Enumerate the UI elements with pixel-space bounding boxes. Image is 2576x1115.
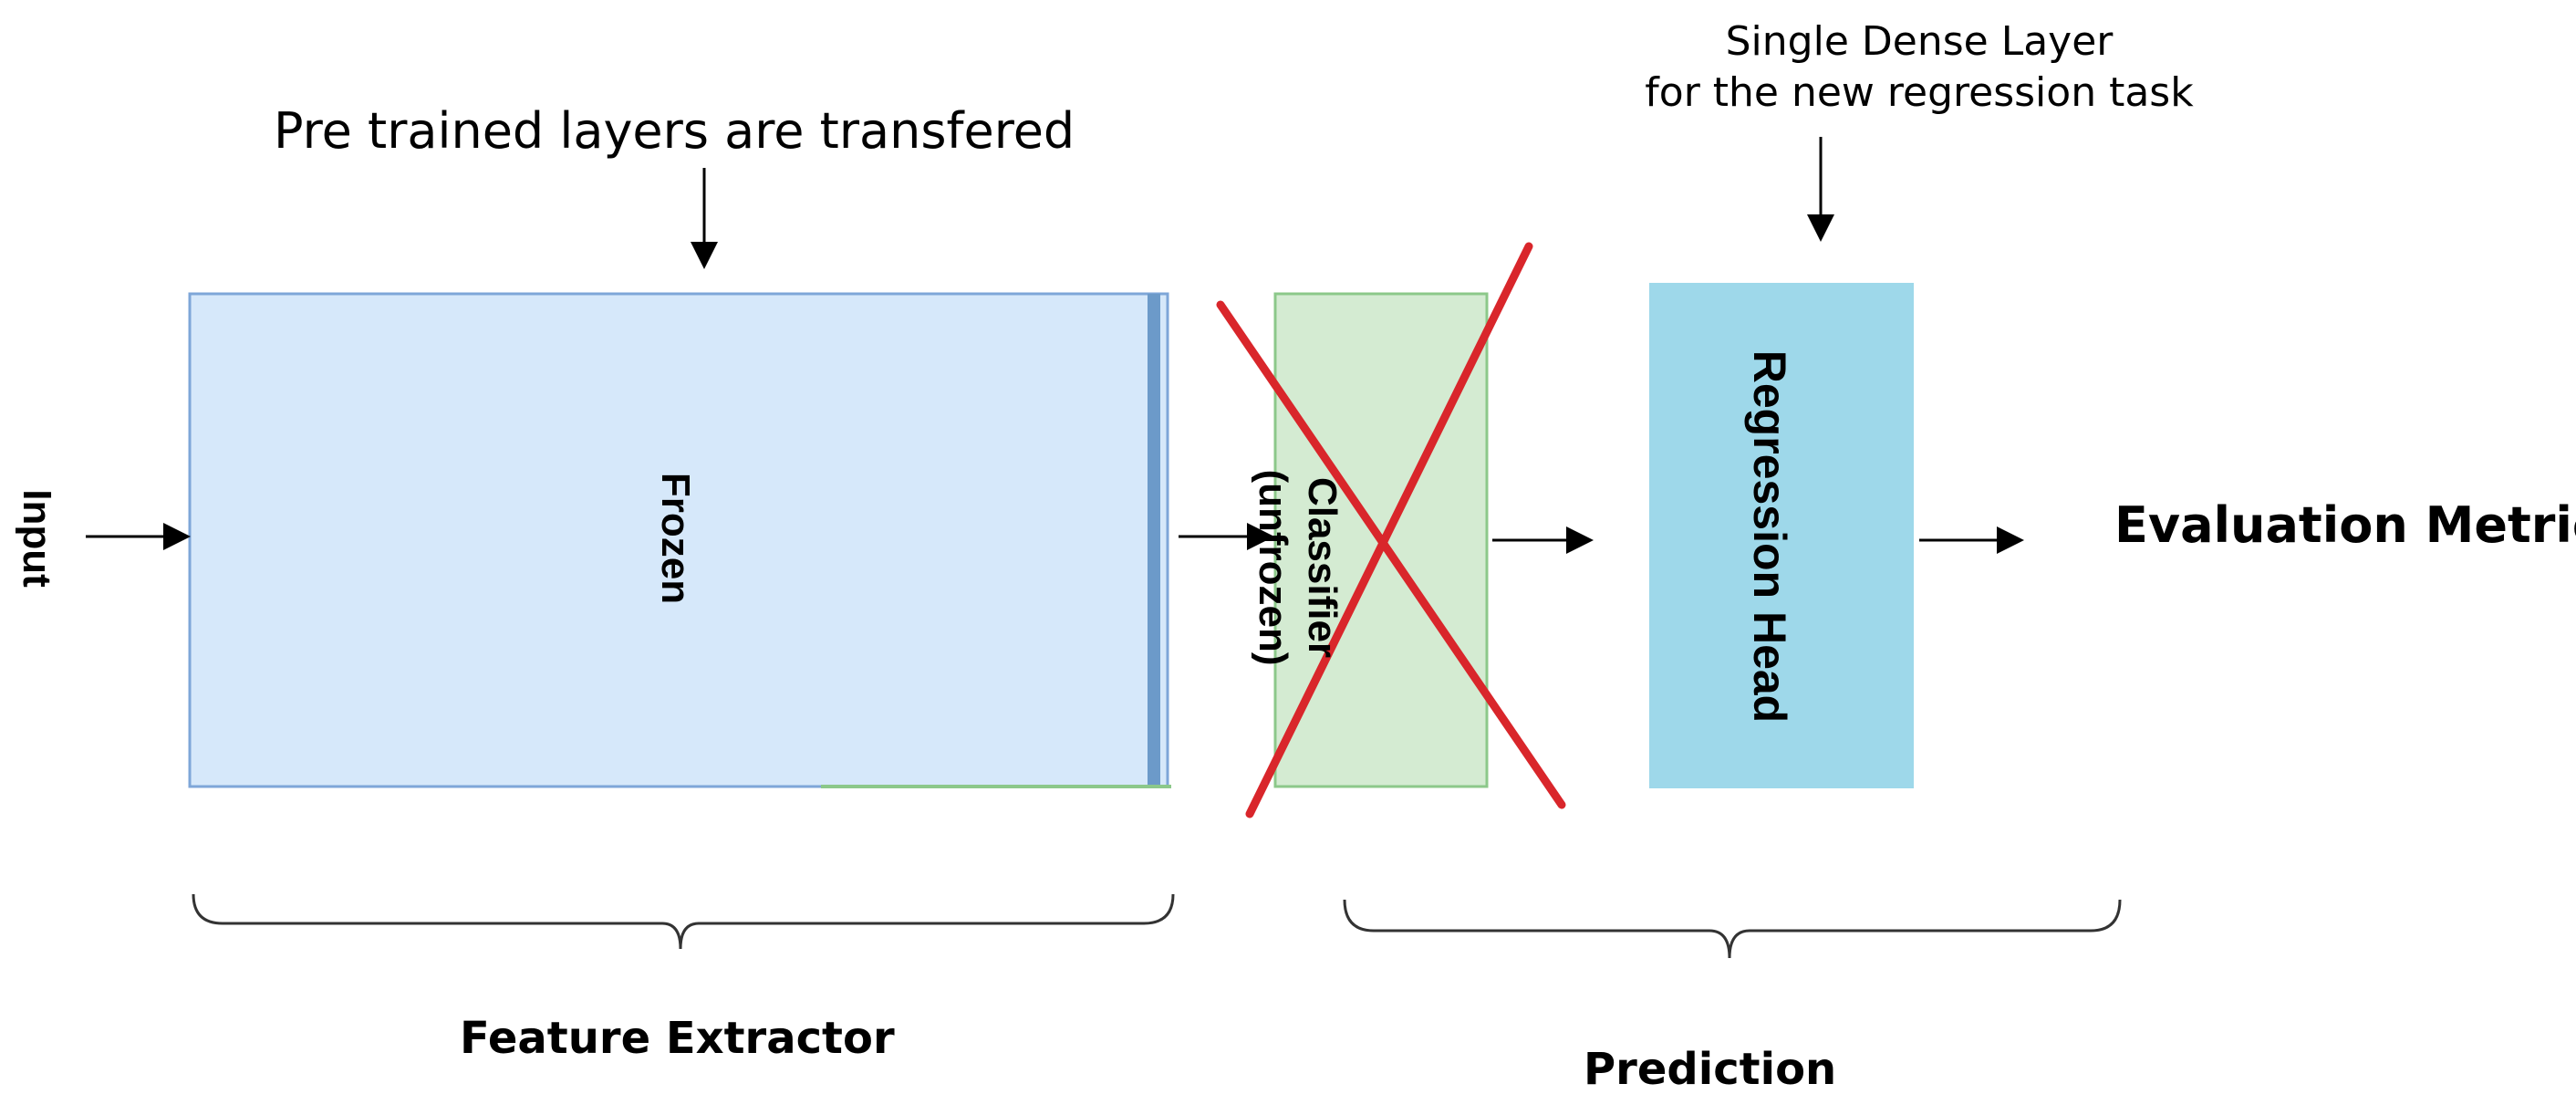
cross-out-mark	[1216, 242, 1566, 818]
prediction-label: Prediction	[1584, 1044, 1837, 1095]
feature-extractor-label: Feature Extractor	[460, 1013, 895, 1064]
classifier-label: Classifier (unfrozen)	[1242, 385, 1352, 750]
regression-head-block	[1649, 283, 1914, 788]
input-label: Input	[15, 489, 59, 588]
classifier-label-line1: Classifier	[1300, 476, 1345, 659]
frozen-label: Frozen	[653, 472, 698, 605]
frozen-edge-strip	[1148, 294, 1160, 787]
frozen-block	[188, 292, 1169, 788]
classifier-label-line2: (unfrozen)	[1251, 469, 1295, 666]
flow-arrows	[86, 137, 2024, 554]
dense-layer-note-line1: Single Dense Layer	[1725, 18, 2114, 65]
dense-layer-note: Single Dense Layer for the new regressio…	[1591, 16, 2248, 119]
regression-head-label: Regression Head	[1744, 349, 1795, 724]
dense-layer-note-line2: for the new regression task	[1645, 69, 2194, 116]
prediction-brace	[1343, 899, 2122, 959]
evaluation-metric-label: Evaluation Metric	[2114, 496, 2576, 554]
pretrained-layers-note: Pre trained layers are transfered	[274, 102, 1075, 160]
feature-extractor-brace	[192, 893, 1175, 950]
